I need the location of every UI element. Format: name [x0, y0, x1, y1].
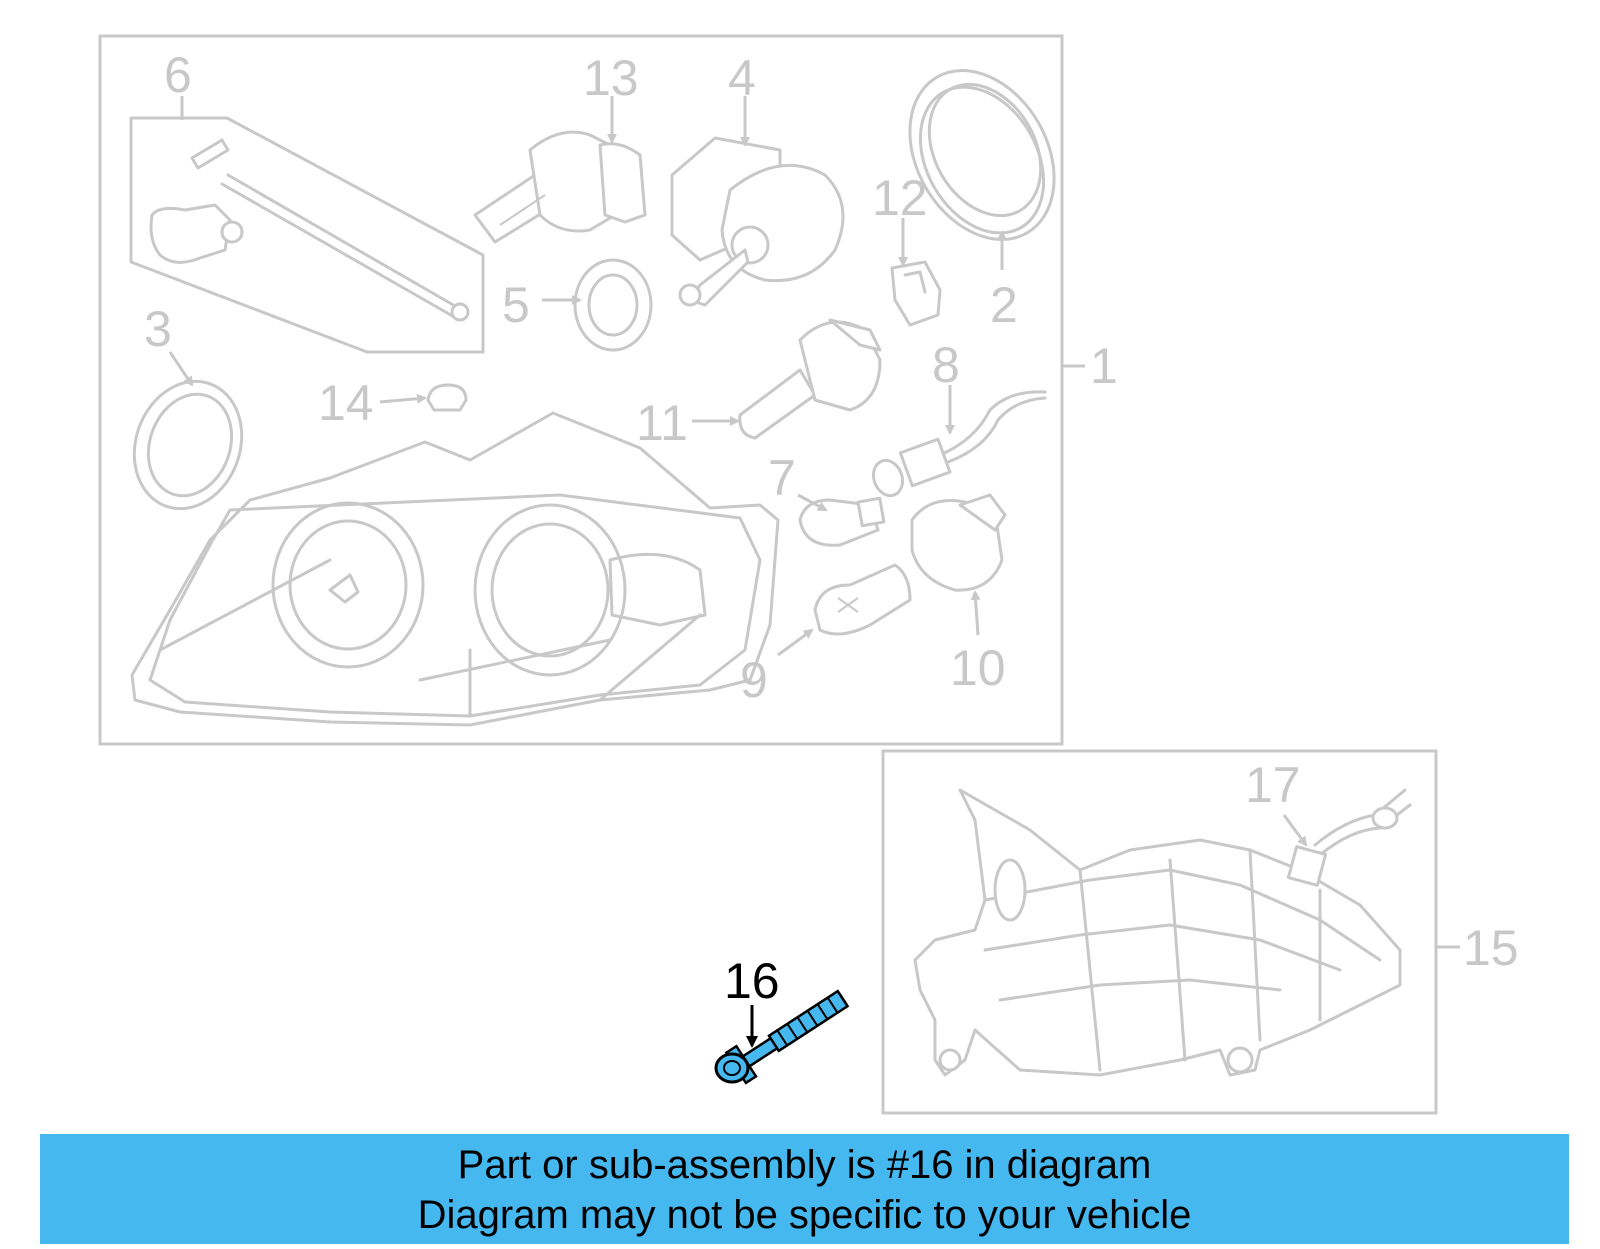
part-3-ring — [132, 379, 244, 511]
callout-9: 9 — [740, 652, 768, 708]
part-6-adjuster — [149, 138, 470, 322]
banner-line-1: Part or sub-assembly is #16 in diagram — [457, 1143, 1152, 1187]
callout-3: 3 — [144, 301, 172, 357]
part-15-bracket — [913, 788, 1402, 1077]
assembly-box-15 — [881, 749, 1438, 1115]
part-10-socket — [910, 493, 1007, 592]
part-12-connector — [890, 260, 942, 327]
callout-6: 6 — [164, 47, 192, 103]
part-8-harness — [871, 390, 1047, 498]
part-9-bulb — [813, 563, 912, 636]
part-2-ring — [908, 69, 1056, 241]
headlamp-housing — [130, 411, 780, 727]
callout-labels: 1 2 3 4 5 6 7 8 9 10 11 12 13 14 15 16 1… — [144, 47, 1519, 1009]
part-11-bulb — [738, 318, 882, 440]
part-16-bolt[interactable] — [714, 984, 852, 1085]
callout-7: 7 — [768, 450, 796, 506]
part-17-connector — [1286, 788, 1412, 887]
callout-11: 11 — [636, 395, 688, 451]
callout-1: 1 — [1090, 338, 1118, 394]
callout-10: 10 — [950, 640, 1006, 696]
callout-16[interactable]: 16 — [724, 953, 780, 1009]
part-14-cap — [426, 383, 468, 412]
part-6-box — [129, 116, 485, 354]
callout-17: 17 — [1245, 757, 1301, 813]
callout-8: 8 — [932, 337, 960, 393]
assembly-box-1 — [98, 34, 1064, 746]
part-5-gasket — [573, 258, 653, 352]
callout-14: 14 — [318, 375, 374, 431]
part-7-bulb — [798, 496, 886, 547]
callout-5: 5 — [502, 277, 530, 333]
part-4-socket — [670, 136, 845, 307]
callout-2: 2 — [990, 277, 1018, 333]
part-13-bulb — [473, 130, 647, 244]
info-banner: Part or sub-assembly is #16 in diagram D… — [40, 1134, 1569, 1244]
banner-line-2: Diagram may not be specific to your vehi… — [417, 1193, 1192, 1237]
callout-15: 15 — [1463, 920, 1519, 976]
leader-lines — [168, 96, 1460, 1048]
callout-12: 12 — [872, 170, 928, 226]
callout-4: 4 — [728, 50, 756, 106]
callout-13: 13 — [583, 50, 639, 106]
